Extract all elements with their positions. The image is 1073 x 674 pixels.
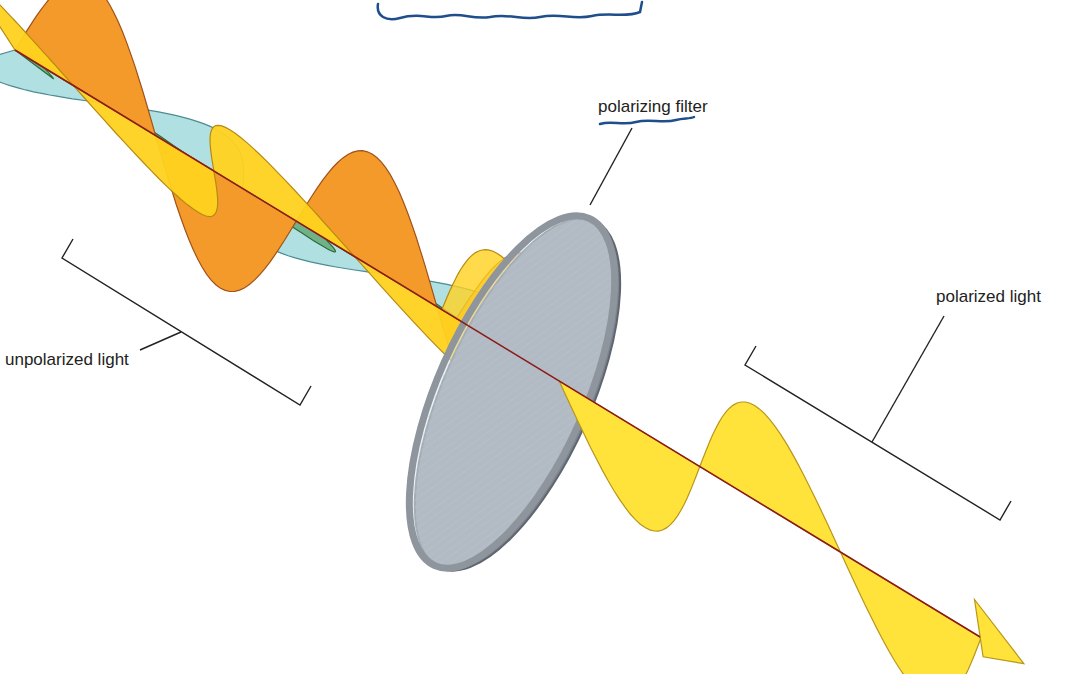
- leader-line: [590, 128, 632, 205]
- wave-lobe: [73, 85, 218, 216]
- wave-lobe: [15, 0, 156, 136]
- axis-line: [15, 50, 980, 637]
- wave-lobe: [841, 552, 981, 674]
- wave-lobe: [0, 0, 73, 85]
- handwritten-underline: [600, 117, 694, 124]
- propagation-axis: [15, 50, 980, 637]
- polarizing-filter-disc: [367, 188, 662, 598]
- wave-lobe: [210, 125, 355, 256]
- unpolarized-waves: [0, 0, 523, 403]
- polarized-wave: [559, 381, 1024, 674]
- leader-line: [872, 316, 944, 442]
- leader-line: [140, 332, 181, 350]
- unpolarized-bracket: [62, 239, 311, 405]
- part-label: polarized light: [936, 287, 1041, 307]
- arrow-head: [975, 600, 1024, 664]
- brackets-and-leaders: [62, 128, 1011, 520]
- handwritten-scribble: [378, 2, 642, 19]
- wave-lobe: [700, 402, 841, 552]
- polarized-bracket: [745, 346, 1011, 520]
- wave-lobe: [559, 381, 700, 531]
- part-label: polarizing filter: [598, 97, 708, 117]
- part-label: unpolarized light: [5, 350, 129, 370]
